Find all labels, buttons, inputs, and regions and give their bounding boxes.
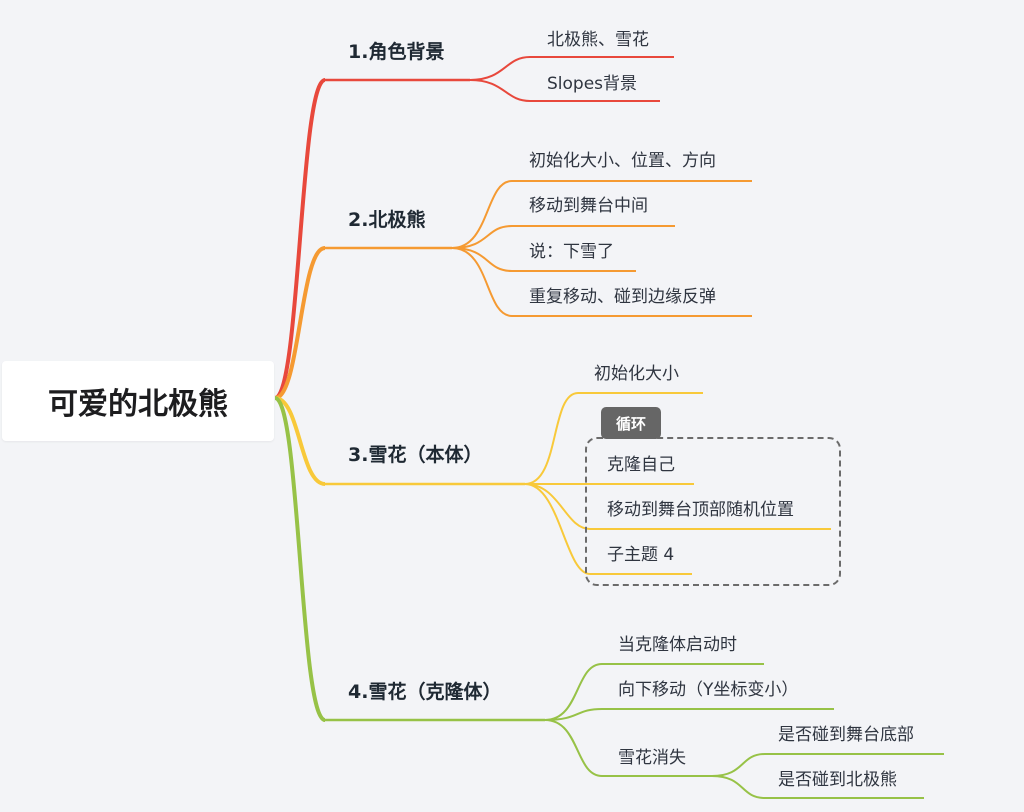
branch-2-lines bbox=[274, 180, 752, 400]
root-topic-label: 可爱的北极熊 bbox=[48, 387, 228, 422]
branch-4-topic[interactable]: 4.雪花（克隆体） bbox=[348, 681, 502, 703]
branch-1-lines bbox=[273, 56, 674, 400]
branch-4-lines bbox=[273, 396, 944, 799]
loop-tag[interactable]: 循环 bbox=[601, 407, 661, 439]
branch-3-item-2[interactable]: 克隆自己 bbox=[607, 455, 675, 475]
branch-2-item-2[interactable]: 移动到舞台中间 bbox=[529, 196, 648, 216]
branch-4-item-1[interactable]: 当克隆体启动时 bbox=[618, 635, 737, 655]
branch-1-item-1[interactable]: 北极熊、雪花 bbox=[547, 30, 649, 50]
branch-3-item-4[interactable]: 子主题 4 bbox=[607, 545, 675, 565]
branch-2-item-3[interactable]: 说：下雪了 bbox=[529, 242, 614, 262]
branch-2-topic[interactable]: 2.北极熊 bbox=[348, 209, 426, 231]
loop-boundary bbox=[585, 437, 841, 586]
branch-2-item-4[interactable]: 重复移动、碰到边缘反弹 bbox=[529, 287, 716, 307]
branch-4-item-2[interactable]: 向下移动（Y坐标变小） bbox=[618, 680, 799, 700]
branch-3-item-3[interactable]: 移动到舞台顶部随机位置 bbox=[607, 500, 794, 520]
branch-2-item-1[interactable]: 初始化大小、位置、方向 bbox=[529, 151, 716, 171]
branch-3-topic[interactable]: 3.雪花（本体） bbox=[348, 444, 483, 466]
branch-3-lines bbox=[274, 392, 831, 575]
branch-1-topic[interactable]: 1.角色背景 bbox=[348, 41, 445, 63]
branch-4-item-3-sub-1[interactable]: 是否碰到舞台底部 bbox=[778, 725, 914, 745]
root-topic[interactable]: 可爱的北极熊 bbox=[2, 361, 274, 441]
branch-3-item-1[interactable]: 初始化大小 bbox=[594, 364, 679, 384]
branch-4-item-3-sub-2[interactable]: 是否碰到北极熊 bbox=[778, 770, 897, 790]
branch-1-item-2[interactable]: Slopes背景 bbox=[547, 74, 638, 94]
branch-4-item-3[interactable]: 雪花消失 bbox=[618, 748, 686, 768]
